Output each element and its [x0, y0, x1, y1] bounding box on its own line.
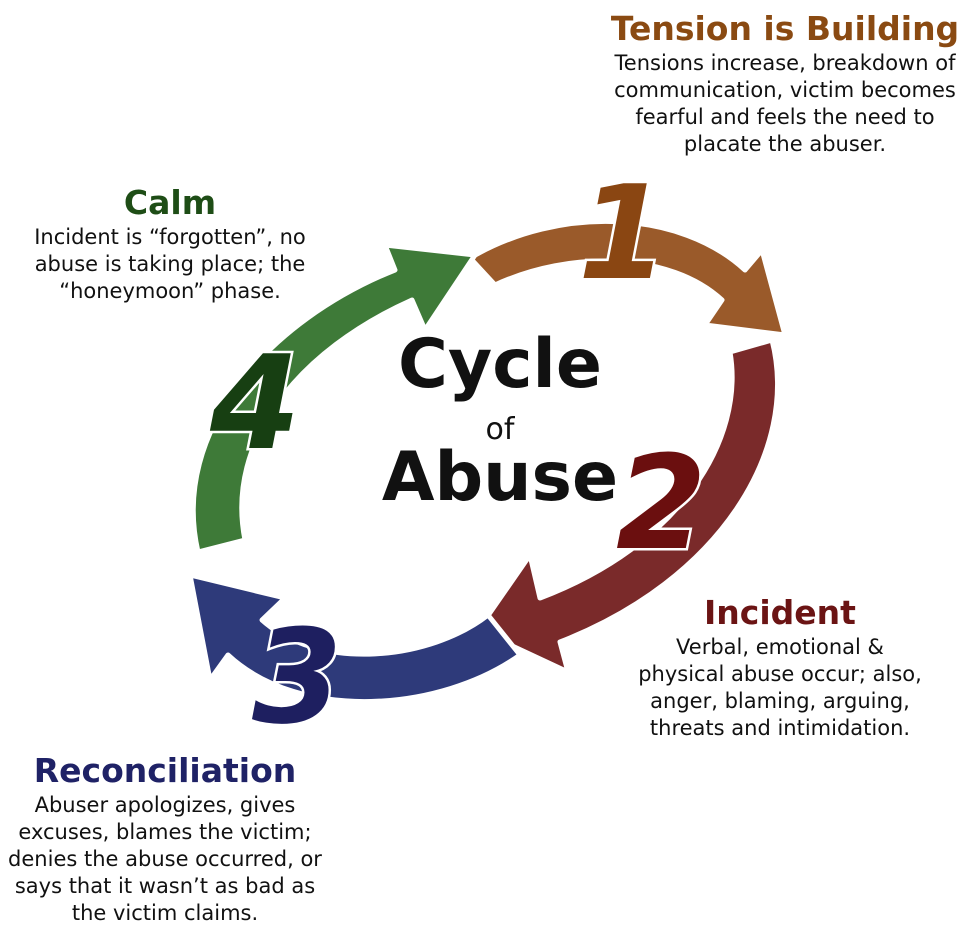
center-title-of: of — [485, 412, 515, 447]
desc-line: fearful and feels the need to — [635, 105, 935, 129]
stage-tension-desc: Tensions increase, breakdown of communic… — [600, 50, 970, 158]
desc-line: physical abuse occur; also, — [638, 662, 922, 686]
arrow-tension — [467, 218, 788, 338]
desc-line: anger, blaming, arguing, — [650, 689, 910, 713]
stage-reconciliation-title: Reconciliation — [33, 751, 297, 790]
desc-line: communication, victim becomes — [614, 78, 956, 102]
desc-line: threats and intimidation. — [649, 716, 911, 740]
arrow-calm — [190, 242, 478, 555]
desc-line: the victim claims. — [71, 901, 259, 925]
desc-line: Abuser apologizes, gives — [34, 793, 296, 817]
arrow-reconciliation — [187, 572, 523, 705]
desc-line: denies the abuse occurred, or — [8, 847, 322, 871]
desc-line: says that it wasn’t as bad as — [14, 874, 316, 898]
stage-tension-title: Tension is Building — [610, 9, 960, 48]
desc-line: abuse is taking place; the — [34, 252, 306, 276]
stage-number-2: 2 — [616, 427, 706, 579]
desc-line: Verbal, emotional & — [676, 635, 884, 659]
stage-reconciliation-block: Reconciliation Abuser apologizes, gives … — [0, 752, 330, 927]
stage-calm-desc: Incident is “forgotten”, no abuse is tak… — [30, 224, 310, 305]
stage-tension-block: Tension is Building Tensions increase, b… — [600, 10, 970, 158]
desc-line: Incident is “forgotten”, no — [34, 225, 306, 249]
stage-number-1: 1 — [578, 157, 668, 309]
stage-number-4: 4 — [209, 327, 300, 479]
stage-incident-title: Incident — [704, 593, 856, 632]
desc-line: excuses, blames the victim; — [18, 820, 312, 844]
center-title-cycle: Cycle — [398, 325, 602, 404]
center-title-abuse: Abuse — [381, 438, 619, 517]
stage-incident-block: Incident Verbal, emotional & physical ab… — [610, 594, 950, 742]
desc-line: “honeymoon” phase. — [59, 279, 281, 303]
desc-line: Tensions increase, breakdown of — [614, 51, 956, 75]
desc-line: placate the abuser. — [683, 132, 887, 156]
stage-calm-title: Calm — [123, 183, 217, 222]
stage-number-3: 3 — [252, 601, 342, 753]
stage-calm-block: Calm Incident is “forgotten”, no abuse i… — [30, 184, 310, 305]
stage-incident-desc: Verbal, emotional & physical abuse occur… — [610, 634, 950, 742]
stage-reconciliation-desc: Abuser apologizes, gives excuses, blames… — [0, 792, 330, 927]
